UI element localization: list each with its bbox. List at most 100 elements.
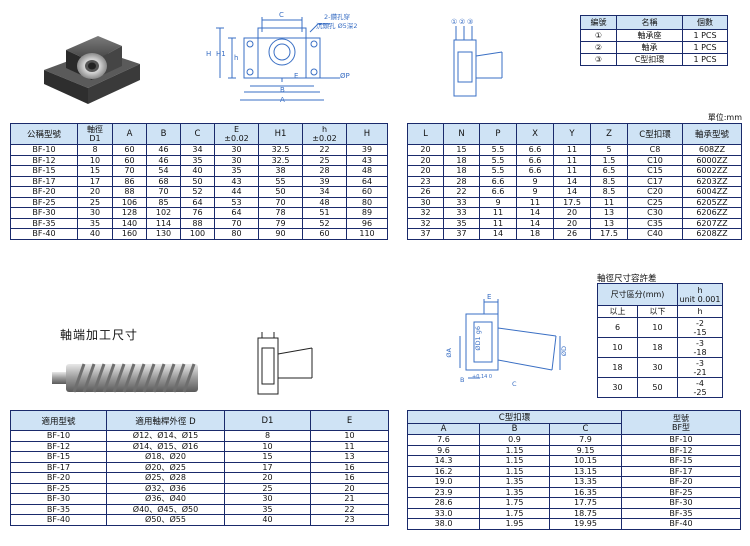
spec-left-row-cell: BF-35 [10,217,78,229]
spec-left-row-cell: BF-20 [10,186,78,198]
tol-h-value: -4-25 [677,377,724,398]
shaft-row-cell: Ø18、Ø20 [106,451,225,463]
spec-right-row-cell: 33 [443,196,480,208]
ring-drawing: E ØD1 g6 ØA B +0.14 0 C ØD [436,293,568,396]
spec-right-row-cell: 32 [407,217,444,229]
spec-right-row-cell: 6.6 [516,144,554,156]
spec-right-row-cell: 6.6 [516,154,554,166]
ring-label-phi-d: ØD [560,346,568,357]
ballscrew-illustration [52,358,202,398]
ring-label-c: C [512,380,517,388]
ring-row-cell: 19.95 [549,518,622,530]
spec-right-row-cell: 32 [407,207,444,219]
header-b: B [146,123,181,145]
shaft-row-cell: 35 [224,503,311,515]
spec-right-row-cell: 14 [516,217,554,229]
ring-row-cell: BF-40 [621,518,741,530]
spec-right-row-cell: 14 [479,228,517,240]
header-h-small: h±0.02 [302,123,347,145]
ring-row-cell: 1.35 [479,476,550,488]
shaft-row-cell: Ø20、Ø25 [106,461,225,473]
spec-right-row-cell: 8.5 [590,186,628,198]
tol-h-value: -3-21 [677,357,724,378]
spec-right-row-cell: 20 [553,217,591,229]
ring-row-cell: 9.6 [407,444,480,456]
ring-row-cell: 1.15 [479,444,550,456]
shaft-row-cell: 8 [224,430,311,442]
label-h: H [206,50,212,58]
shaft-header: 適用型號 [10,410,107,431]
ring-row-cell: 9.15 [549,444,622,456]
spec-right-row-cell: 18 [443,154,480,166]
ring-row-cell: 7.9 [549,434,622,446]
shaft-row-cell: 30 [224,493,311,505]
spec-right-row-cell: 14 [553,175,591,187]
ring-row-cell: 13.15 [549,465,622,477]
tol-above: 30 [597,377,638,398]
shaft-row-cell: Ø36、Ø40 [106,493,225,505]
spec-right-header: X [516,123,554,145]
spec-right-row-cell: C8 [627,144,683,156]
shaft-row-cell: 13 [310,451,389,463]
tol-above: 18 [597,357,638,378]
unit-label: 單位:mm [707,113,742,122]
header-h: H [346,123,388,145]
shaft-row-cell: BF-12 [10,440,107,452]
header-a: A [112,123,147,145]
tol-sub-h: h [677,305,724,318]
ring-label-b: B [460,376,465,384]
parts-header-name: 名稱 [616,15,683,30]
shaft-row-cell: 21 [310,493,389,505]
shaft-row-cell: Ø12、Ø14、Ø15 [106,430,225,442]
header-h1: H1 [258,123,303,145]
spec-right-row-cell: 6.5 [590,165,628,177]
shaft-row-cell: BF-10 [10,430,107,442]
parts-header-qty: 個數 [682,15,728,30]
ring-row-cell: 19.0 [407,476,480,488]
spec-right-row-cell: C25 [627,196,683,208]
ring-row-cell: BF-17 [621,465,741,477]
spec-left-row-cell: 40 [180,165,215,177]
spec-right-row-cell: 8.5 [590,175,628,187]
tol-header-size: 尺寸區分(mm) [596,283,679,306]
spec-right-row-cell: C15 [627,165,683,177]
spec-left-row-cell: 90 [258,228,303,240]
ring-header-a: A [407,423,480,435]
tol-sub-above: 以上 [597,305,638,318]
spec-left-row-cell: 114 [146,217,181,229]
spec-right-row-cell: 20 [407,144,444,156]
tol-lower: -21 [693,367,707,377]
spec-right-row-cell: 18 [443,165,480,177]
spec-left-row-cell: 22 [302,144,347,156]
ring-row-cell: BF-10 [621,434,741,446]
header-model: 公稱型號 [10,123,78,145]
spec-left-row-cell: 110 [346,228,388,240]
tol-h-value: -2-15 [677,317,724,338]
shaft-row-cell: 17 [224,461,311,473]
spec-left-row-cell: 60 [302,228,347,240]
tol-sub-below: 以下 [636,305,679,318]
tol-above: 10 [597,337,638,358]
spec-left-row-cell: 89 [346,207,388,219]
shaft-row-cell: Ø40、Ø45、Ø50 [106,503,225,515]
spec-left-row-cell: 43 [214,175,259,187]
ring-row-cell: 17.75 [549,497,622,509]
ring-row-cell: 14.3 [407,455,480,467]
spec-right-row-cell: 6000ZZ [682,154,742,166]
label-h-small: h [234,54,239,62]
shaft-row-cell: BF-25 [10,482,107,494]
ring-label-phi-d1: ØD1 g6 [474,326,482,351]
spec-right-row-cell: 6.6 [479,186,517,198]
header-e: E±0.02 [214,123,259,145]
spec-left-row-cell: 55 [258,175,303,187]
